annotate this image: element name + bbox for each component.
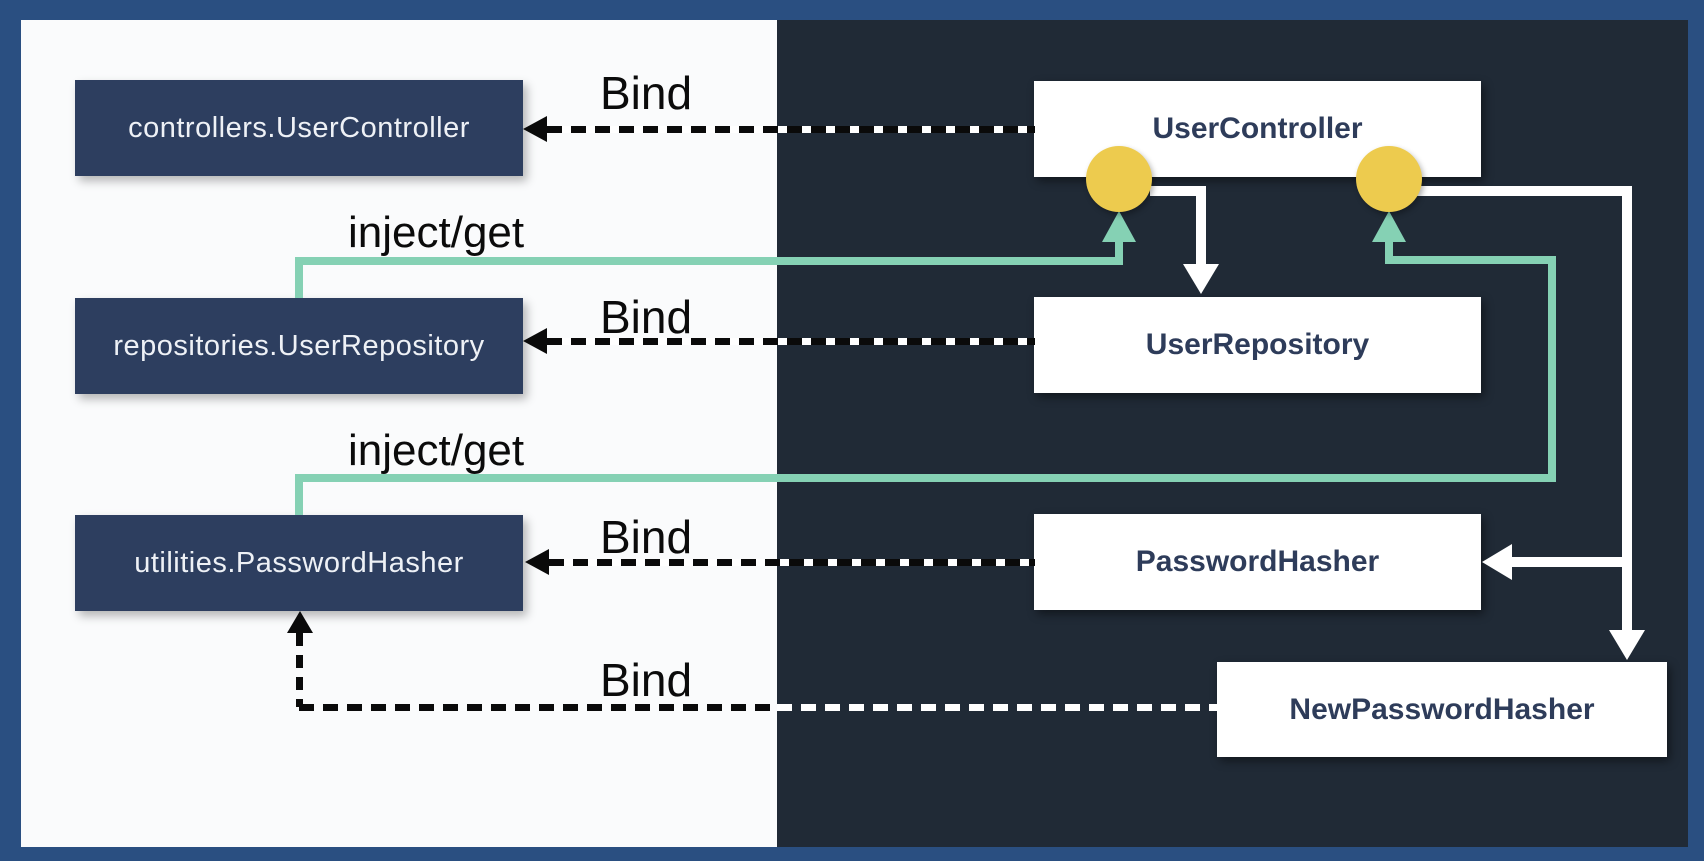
- bind-arrowhead-left-icon: [525, 549, 549, 575]
- injection-port-circle-icon: [1356, 146, 1422, 212]
- inject-get-arrowhead-up-icon: [1102, 211, 1136, 242]
- inject-get-line: [1115, 242, 1123, 265]
- node-label: utilities.PasswordHasher: [134, 546, 464, 579]
- bind-arrow-line: [299, 704, 777, 711]
- bind-arrowhead-left-icon: [523, 116, 547, 142]
- node-label: UserRepository: [1145, 328, 1370, 361]
- inject-get-line: [295, 257, 1122, 265]
- node-label: UserController: [1152, 112, 1363, 145]
- node-repositories-userrepository: repositories.UserRepository: [75, 298, 523, 394]
- injection-port-circle-icon: [1086, 146, 1152, 212]
- dependency-line: [1622, 186, 1632, 632]
- inject-get-line: [1385, 242, 1393, 262]
- inject-get-line: [295, 257, 303, 298]
- inject-get-line: [1385, 256, 1556, 264]
- inject-get-line: [295, 478, 303, 515]
- bind-edge-label: Bind: [600, 291, 693, 343]
- node-utilities-passwordhasher: utilities.PasswordHasher: [75, 515, 523, 611]
- dependency-line: [1196, 186, 1206, 266]
- node-userrepository-class: UserRepository: [1034, 297, 1481, 393]
- inject-get-edge-label: inject/get: [348, 426, 525, 475]
- inject-get-edge-label: inject/get: [348, 208, 525, 257]
- dependency-arrowhead-down-icon: [1609, 630, 1645, 660]
- dependency-arrowhead-down-icon: [1183, 264, 1219, 294]
- bind-arrowhead-left-icon: [523, 328, 547, 354]
- bind-arrow-line: [549, 559, 1035, 566]
- bind-edge-label: Bind: [600, 67, 693, 119]
- bind-arrow-line: [777, 704, 1217, 711]
- node-newpasswordhasher-class: NewPasswordHasher: [1217, 662, 1667, 757]
- bind-arrow-line: [547, 338, 1035, 345]
- node-label: NewPasswordHasher: [1289, 692, 1595, 726]
- node-label: repositories.UserRepository: [113, 329, 485, 362]
- dependency-line: [1412, 186, 1632, 196]
- bind-edge-label: Bind: [600, 654, 693, 706]
- dependency-arrowhead-left-icon: [1482, 544, 1512, 580]
- node-passwordhasher-class: PasswordHasher: [1034, 514, 1481, 610]
- bind-arrow-line: [296, 633, 303, 707]
- node-controllers-usercontroller: controllers.UserController: [75, 80, 523, 176]
- bind-arrow-line: [547, 126, 1035, 133]
- node-label: PasswordHasher: [1135, 545, 1380, 578]
- dependency-line: [1512, 557, 1632, 567]
- bind-arrowhead-up-icon: [287, 611, 313, 633]
- inject-get-line: [1548, 256, 1556, 482]
- node-label: controllers.UserController: [128, 111, 470, 144]
- inject-get-line: [295, 474, 1556, 482]
- inject-get-arrowhead-up-icon: [1372, 211, 1406, 242]
- bind-edge-label: Bind: [600, 511, 693, 563]
- dependency-line: [1150, 186, 1206, 196]
